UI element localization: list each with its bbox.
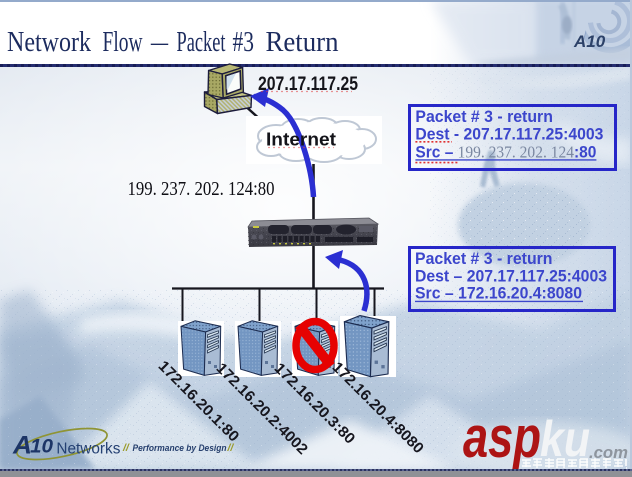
svg-text:Internet: Internet — [266, 130, 336, 150]
svg-text://: // — [227, 442, 235, 454]
svg-text:Src – 199. 237. 202. 124:80: Src – 199. 237. 202. 124:80 — [415, 142, 596, 161]
svg-text:Packet # 3 - return: Packet # 3 - return — [415, 249, 553, 268]
svg-text://: // — [122, 442, 130, 454]
svg-text:Networks: Networks — [56, 441, 120, 458]
svg-text:Src – 172.16.20.4:8080: Src – 172.16.20.4:8080 — [415, 284, 582, 303]
svg-text:Performance by Design: Performance by Design — [133, 443, 227, 454]
svg-text:ku: ku — [540, 411, 590, 467]
svg-text:A: A — [12, 432, 32, 460]
svg-text:A10: A10 — [573, 32, 606, 51]
svg-text:.com: .com — [589, 443, 628, 462]
svg-text:Dest – 207.17.117.25:4003: Dest – 207.17.117.25:4003 — [415, 266, 607, 285]
svg-text:10: 10 — [30, 437, 53, 458]
svg-text:Packet # 3 - return: Packet # 3 - return — [415, 107, 553, 126]
svg-text:Dest - 207.17.117.25:4003: Dest - 207.17.117.25:4003 — [415, 124, 603, 143]
svg-text:asp: asp — [463, 405, 541, 470]
svg-text:199. 237. 202. 124:80: 199. 237. 202. 124:80 — [128, 178, 275, 200]
svg-text:207.17.117.25: 207.17.117.25 — [258, 73, 358, 95]
